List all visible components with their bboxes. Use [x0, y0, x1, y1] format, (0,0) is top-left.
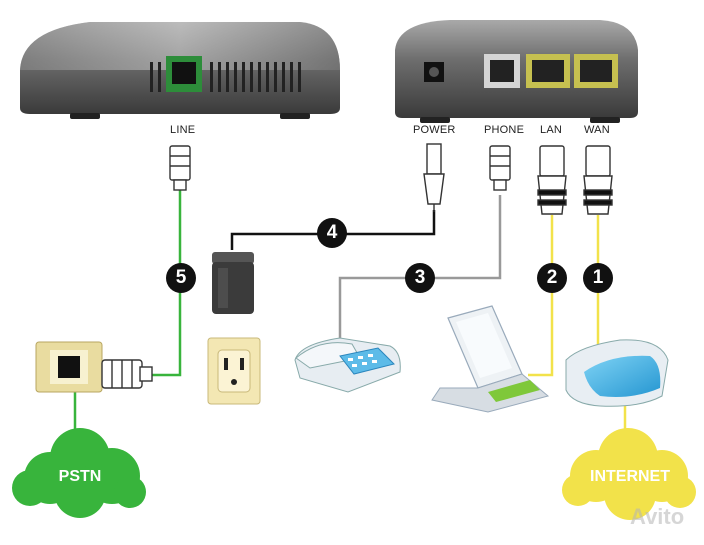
step-4-badge: 4 [317, 218, 347, 248]
phone-wall-socket-icon [35, 341, 103, 393]
internet-cloud-icon [562, 428, 696, 520]
device-front-view [20, 22, 340, 119]
modem-icon [565, 339, 669, 407]
device-rear-view [395, 20, 638, 123]
lan-plug-icon [537, 145, 567, 215]
cables [73, 190, 627, 445]
pstn-cable [150, 190, 182, 377]
power-outlet-icon [207, 337, 261, 405]
telephone-icon [294, 337, 401, 393]
watermark-logo: Avito [630, 504, 685, 529]
lan-port-label: LAN [540, 124, 562, 136]
step-1-badge: 1 [583, 263, 613, 293]
power-adapter-icon [212, 252, 254, 314]
wan-plug-icon [583, 145, 613, 215]
wan-port-label: WAN [584, 124, 610, 136]
pstn-cloud-icon [12, 428, 146, 518]
power-plug-icon [423, 143, 445, 212]
phone-port-label: PHONE [484, 124, 525, 136]
phone-plug-icon [489, 145, 511, 191]
line-port-label: LINE [170, 124, 196, 136]
line-plug-icon [169, 145, 191, 191]
step-2-badge: 2 [537, 263, 567, 293]
wall-socket-plug-icon [101, 359, 153, 389]
laptop-icon [431, 305, 550, 413]
step-3-badge: 3 [405, 263, 435, 293]
pstn-cloud-label: PSTN [58, 468, 102, 485]
step-5-badge: 5 [166, 263, 196, 293]
lan-cable [528, 215, 554, 377]
power-port-label: POWER [413, 124, 456, 136]
internet-cloud-label: INTERNET [590, 468, 670, 485]
